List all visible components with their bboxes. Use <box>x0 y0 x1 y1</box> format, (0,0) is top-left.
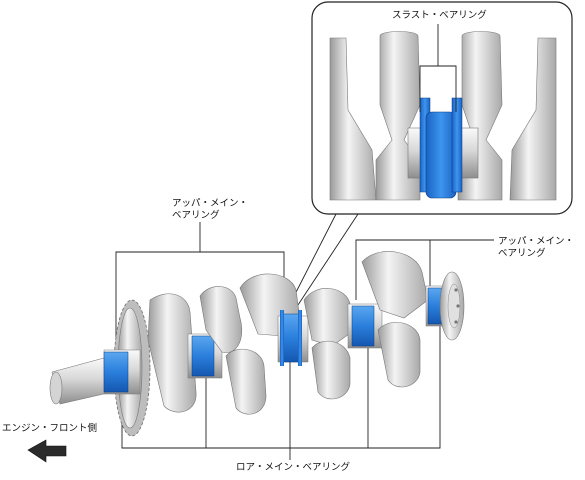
label-thrust-bearing: スラスト・ベアリング <box>392 10 487 21</box>
crank-web-4 <box>303 288 353 347</box>
crank-web-2 <box>199 286 242 353</box>
crankshaft <box>49 251 465 437</box>
main-bearing-4 <box>351 305 375 347</box>
label-lower-main-bearing: ロア・メイン・ベアリング <box>236 462 351 473</box>
label-upper-main-right-2: ベアリング <box>498 248 546 259</box>
inset-left-web <box>329 37 377 201</box>
main-bearing-1 <box>103 351 129 393</box>
thrust-bearing <box>281 313 301 363</box>
inset-thrust-bearing <box>425 111 457 199</box>
inset-callout-left <box>289 213 337 305</box>
label-engine-front-side: エンジン・フロント側 <box>2 423 98 434</box>
main-bearing-2 <box>191 335 215 377</box>
inset-callout-right <box>295 213 359 309</box>
inset-detail <box>311 1 573 215</box>
label-upper-main-right-1: アッパ・メイン・ <box>498 236 575 247</box>
counterweight-4 <box>311 340 351 400</box>
crank-web-1 <box>147 293 197 413</box>
arrow-left-icon <box>27 439 67 463</box>
label-upper-main-left-1: アッパ・メイン・ <box>172 198 249 209</box>
label-upper-main-left-2: ベアリング <box>172 210 220 221</box>
counterweight-5 <box>361 251 429 319</box>
counterweight-2 <box>225 348 267 415</box>
crank-web-5 <box>377 322 421 388</box>
inset-thrust-flange-right <box>451 97 463 193</box>
inset-right-web <box>509 37 557 201</box>
